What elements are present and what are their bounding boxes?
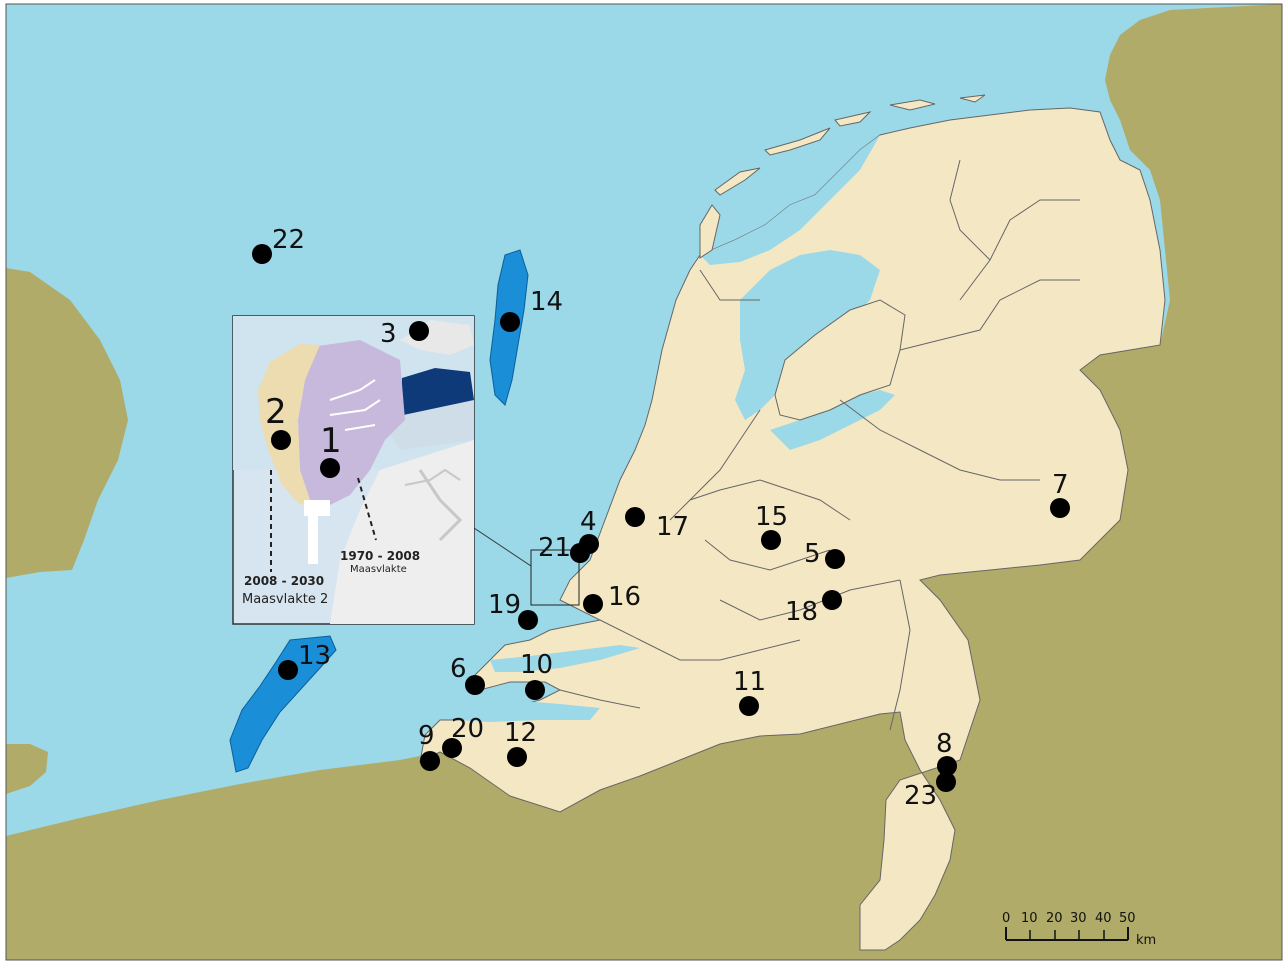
site-label-8: 8 <box>936 729 953 759</box>
island-vlieland <box>714 167 761 196</box>
site-marker-18 <box>822 590 842 610</box>
site-marker-11 <box>739 696 759 716</box>
site-marker-22 <box>252 244 272 264</box>
inset-label-old-name: Maasvlakte <box>350 564 407 575</box>
site-label-13: 13 <box>298 641 331 671</box>
site-label-7: 7 <box>1052 470 1069 500</box>
island-schiermonnikoog <box>889 99 936 111</box>
land-england <box>6 268 128 578</box>
site-marker-16 <box>583 594 603 614</box>
site-marker-9 <box>420 751 440 771</box>
site-label-23: 23 <box>904 781 937 811</box>
scale-tick-40: 40 <box>1095 911 1112 926</box>
scale-tick-50: 50 <box>1119 911 1136 926</box>
site-marker-5 <box>825 549 845 569</box>
site-label-6: 6 <box>450 654 467 684</box>
site-label-18: 18 <box>785 597 818 627</box>
inset-label-new-name: Maasvlakte 2 <box>242 592 328 607</box>
land-england-south <box>6 744 48 794</box>
site-marker-17 <box>625 507 645 527</box>
site-label-12: 12 <box>504 718 537 748</box>
scale-tick-0: 0 <box>1002 911 1010 926</box>
inset-locator-box <box>530 549 580 606</box>
site-label-19: 19 <box>488 590 521 620</box>
site-label-21: 21 <box>538 533 571 563</box>
site-marker-1 <box>320 458 340 478</box>
site-marker-8 <box>937 756 957 776</box>
site-marker-14 <box>500 312 520 332</box>
inset-label-old-years: 1970 - 2008 <box>340 549 420 563</box>
map-frame <box>5 3 1283 961</box>
site-marker-19 <box>518 610 538 630</box>
site-marker-21 <box>570 543 590 563</box>
site-label-11: 11 <box>733 667 766 697</box>
site-marker-13 <box>278 660 298 680</box>
estuary-zeeland-2 <box>455 700 600 722</box>
scale-bar: 0 10 20 30 40 50 km <box>1002 911 1156 948</box>
scale-tick-30: 30 <box>1070 911 1087 926</box>
scale-tick-20: 20 <box>1046 911 1063 926</box>
site-marker-2 <box>271 430 291 450</box>
lake-veluwemeer <box>770 390 895 450</box>
site-marker-3 <box>409 321 429 341</box>
island-texel <box>699 204 721 259</box>
wadden-sea <box>700 135 880 265</box>
site-label-14: 14 <box>530 287 563 317</box>
site-label-16: 16 <box>608 582 641 612</box>
estuary-zeeland-1 <box>490 645 640 672</box>
site-marker-20 <box>442 738 462 758</box>
inset-label-new-years: 2008 - 2030 <box>244 574 324 588</box>
site-label-9: 9 <box>418 721 435 751</box>
site-label-4: 4 <box>580 507 597 537</box>
inset-leader-line <box>473 527 532 567</box>
scale-unit: km <box>1136 933 1156 948</box>
site-label-15: 15 <box>755 502 788 532</box>
scale-tick-10: 10 <box>1021 911 1038 926</box>
site-label-20: 20 <box>451 714 484 744</box>
province-borders <box>559 159 1080 731</box>
island-ameland <box>834 111 872 127</box>
site-marker-12 <box>507 747 527 767</box>
site-label-17: 17 <box>656 512 689 542</box>
site-label-10: 10 <box>520 650 553 680</box>
inset-map-maasvlakte <box>232 315 475 625</box>
land-continent <box>6 4 1282 960</box>
site-marker-23 <box>936 772 956 792</box>
site-marker-7 <box>1050 498 1070 518</box>
land-flevoland <box>774 299 906 421</box>
site-marker-6 <box>465 675 485 695</box>
land-netherlands <box>419 107 1166 951</box>
island-terschelling <box>764 127 831 156</box>
site-marker-10 <box>525 680 545 700</box>
site-label-22: 22 <box>272 225 305 255</box>
site-label-5: 5 <box>804 539 821 569</box>
site-label-2: 2 <box>265 392 287 432</box>
island-rottumeroog <box>959 94 986 103</box>
offshore-area-13 <box>229 635 337 773</box>
site-label-1: 1 <box>320 421 342 461</box>
lake-ijsselmeer <box>735 250 880 420</box>
site-marker-15 <box>761 530 781 550</box>
site-label-3: 3 <box>380 319 397 349</box>
